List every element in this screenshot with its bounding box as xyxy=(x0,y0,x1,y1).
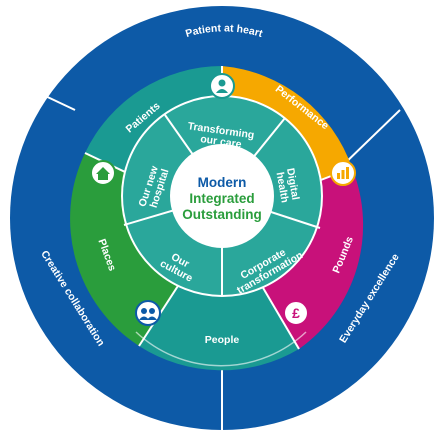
svg-text:£: £ xyxy=(292,305,300,321)
outer-divider-right xyxy=(339,109,401,169)
center-line-outstanding: Outstanding xyxy=(182,207,262,222)
person-icon xyxy=(209,73,235,99)
outer-divider-left xyxy=(19,83,76,111)
pound-icon: £ xyxy=(283,300,309,326)
center-circle xyxy=(170,144,274,248)
home-icon xyxy=(90,160,116,186)
people-icon xyxy=(135,300,161,326)
people-band-edge xyxy=(135,331,307,367)
label-patient-at-heart: Patient at heart xyxy=(184,22,264,40)
label-digital-health: Digital health xyxy=(273,167,302,205)
chart-icon xyxy=(330,160,356,186)
center-line-modern: Modern xyxy=(198,175,247,190)
label-people: People xyxy=(205,334,240,346)
center-line-integrated: Integrated xyxy=(189,191,254,206)
